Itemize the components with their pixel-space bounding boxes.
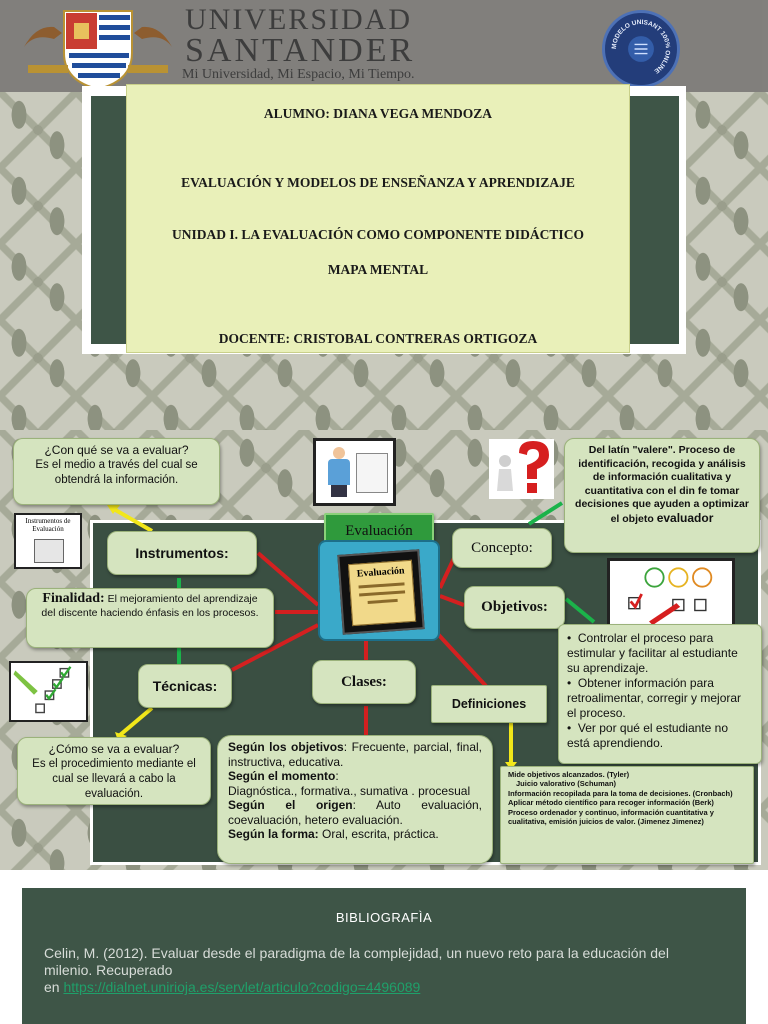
teacher-figure-icon <box>324 447 354 499</box>
concept-text-end: evaluador <box>656 510 714 525</box>
instruments-answer: Es el medio a través del cual se obtendr… <box>35 459 198 486</box>
class-item-moment-values: Diagnóstica., formativa., sumativa . pro… <box>228 783 471 798</box>
instruments-image: Instrumentos de Evaluación <box>14 513 82 569</box>
bibliography-title: BIBLIOGRAFÌA <box>335 910 433 925</box>
techniques-question-box: ¿Cómo se va a evaluar? Es el procedimien… <box>17 737 211 805</box>
definitions-node: Definiciones <box>431 685 547 723</box>
university-name-bottom: SANTANDER <box>185 32 416 69</box>
objectives-list-box: • Controlar el proceso para estimular y … <box>558 624 762 764</box>
online-model-seal-logo: MODELO UNISANT 100% ONLINE <box>602 10 680 88</box>
checklist-image <box>9 661 88 722</box>
bibliography-section: BIBLIOGRAFÌA Celin, M. (2012). Evaluar d… <box>22 888 746 1024</box>
university-name-top: UNIVERSIDAD <box>185 3 412 36</box>
concept-node: Concepto: <box>452 528 552 568</box>
concept-text: Del latín "valere". Proceso de identific… <box>575 444 749 525</box>
teacher-grading-image <box>313 438 396 506</box>
techniques-node: Técnicas: <box>138 664 232 708</box>
pen-icon <box>34 539 64 563</box>
definitions-list-box: Mide objetivos alcanzados. (Tyler) Juici… <box>500 766 754 864</box>
class-item-objectives: Según los objetivos: Frecuente, parcial,… <box>228 740 482 769</box>
instruments-node: Instrumentos: <box>107 531 257 575</box>
university-crest-logo <box>24 10 172 91</box>
class-item-form: Según la forma: Oral, escrita, práctica. <box>228 827 439 841</box>
unit-title: UNIDAD I. LA EVALUACIÓN COMO COMPONENTE … <box>172 227 584 242</box>
document-type: MAPA MENTAL <box>327 262 429 277</box>
instruments-question: ¿Con qué se va a evaluar? <box>44 443 189 457</box>
rating-faces-icon <box>628 567 713 626</box>
objective-item: • Controlar el proceso para estimular y … <box>567 631 738 675</box>
rating-faces-image <box>607 558 735 630</box>
reference-prefix: en <box>44 979 64 995</box>
student-name: ALUMNO: DIANA VEGA MENDOZA <box>263 106 493 121</box>
class-item-moment: Según el momento: <box>228 769 339 783</box>
techniques-answer: Es el procedimiento mediante el cual se … <box>32 758 196 800</box>
subject-title: EVALUACIÓN Y MODELOS DE ENSEÑANZA Y APRE… <box>181 175 575 190</box>
question-mark-image <box>489 439 554 499</box>
center-image-label: Evaluación <box>356 565 405 580</box>
bibliography-reference: Celin, M. (2012). Evaluar desde el parad… <box>44 945 704 996</box>
objectives-node: Objetivos: <box>464 586 565 629</box>
instruments-image-label: Instrumentos de Evaluación <box>25 517 71 533</box>
classes-node: Clases: <box>312 660 416 704</box>
question-mark-icon <box>497 441 549 493</box>
reference-link[interactable]: https://dialnet.unirioja.es/servlet/arti… <box>63 979 421 995</box>
purpose-box: Finalidad: El mejoramiento del aprendiza… <box>26 588 274 648</box>
definition-item: Información recopilada para la toma de d… <box>508 788 733 798</box>
instruments-question-box: ¿Con qué se va a evaluar? Es el medio a … <box>13 438 220 505</box>
classes-list-box: Según los objetivos: Frecuente, parcial,… <box>217 735 493 864</box>
purpose-title: Finalidad: <box>42 591 105 606</box>
university-header: UNIVERSIDAD SANTANDER Mi Universidad, Mi… <box>0 0 768 92</box>
purpose-text: El mejoramiento del aprendizaje del disc… <box>41 593 259 619</box>
definition-item: Juicio valorativo (Schuman) <box>516 779 617 789</box>
center-image-evaluacion: Evaluación <box>318 540 440 641</box>
objective-item: • Obtener información para retroalimenta… <box>567 676 742 720</box>
definition-item: Proceso ordenador y continuo, informació… <box>508 807 714 827</box>
class-item-origin: Según el origen: Auto evaluación, coeval… <box>228 798 482 827</box>
teacher-name: DOCENTE: CRISTOBAL CONTRERAS ORTIGOZA <box>218 331 538 346</box>
objective-item: • Ver por qué el estudiante no está apre… <box>567 721 728 750</box>
definition-item: Mide objetivos alcanzados. (Tyler) <box>508 770 630 779</box>
university-slogan: Mi Universidad, Mi Espacio, Mi Tiempo. <box>182 67 415 82</box>
definition-item: Aplicar método científico para recoger i… <box>508 798 714 808</box>
title-card: ALUMNO: DIANA VEGA MENDOZA EVALUACIÓN Y … <box>126 84 630 353</box>
concept-definition-box: Del latín "valere". Proceso de identific… <box>564 438 760 553</box>
techniques-question: ¿Cómo se va a evaluar? <box>48 742 180 756</box>
checklist-icon <box>13 666 72 714</box>
evaluation-clipboard-icon: Evaluación <box>337 549 425 635</box>
reference-text: Celin, M. (2012). Evaluar desde el parad… <box>44 945 669 978</box>
